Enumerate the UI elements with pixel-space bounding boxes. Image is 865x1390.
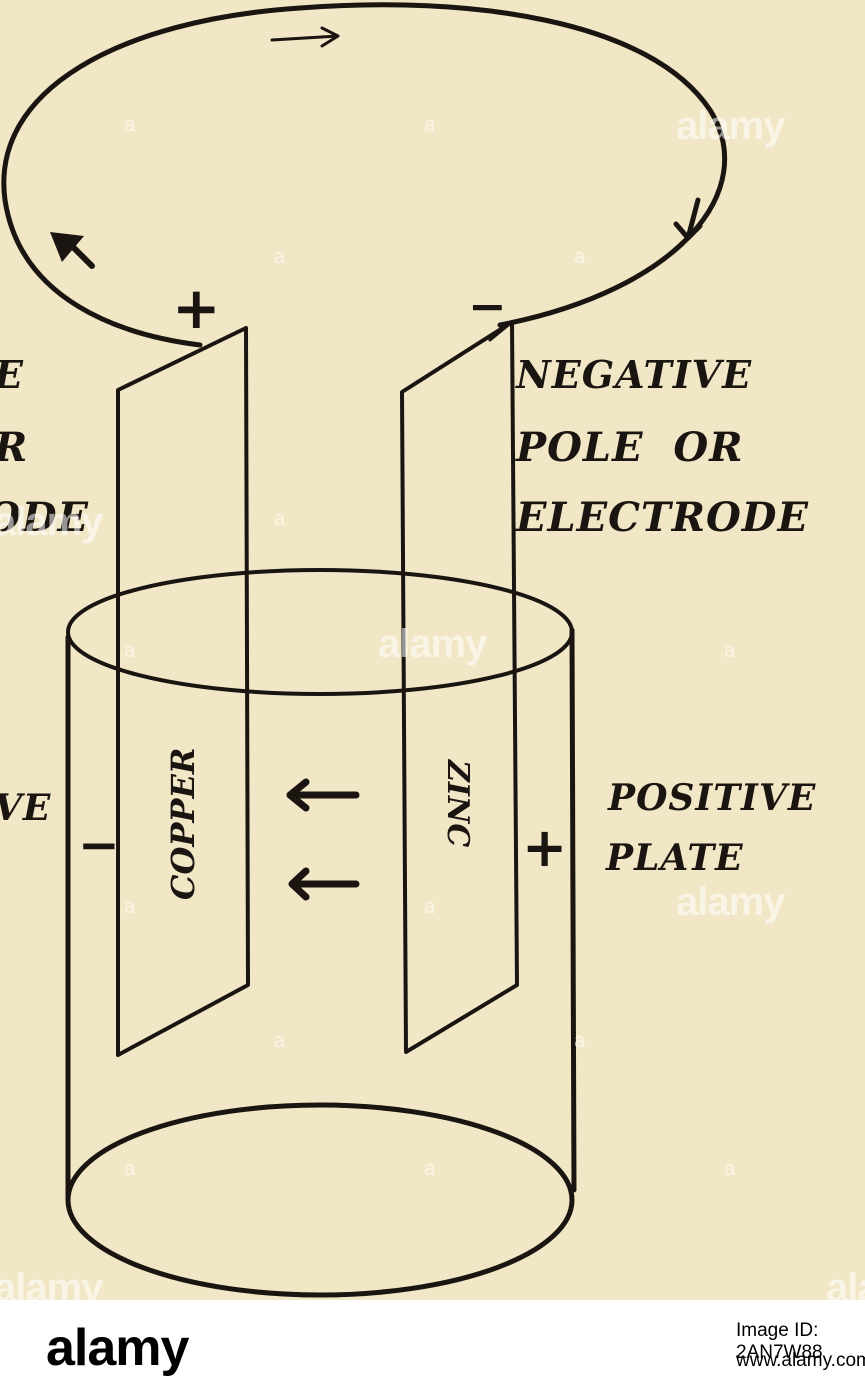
jar-wall-right xyxy=(569,627,577,1193)
watermark-dot: a xyxy=(574,1030,586,1052)
watermark-dot: a xyxy=(724,640,736,662)
arrow-right xyxy=(673,197,703,241)
copper-label: COPPER xyxy=(164,748,202,900)
watermark-dot: a xyxy=(274,508,286,530)
battery-cell-diagram: + − − + COPPER ZINC NEGATIVE POLE OR ELE… xyxy=(0,2,865,1300)
watermark-dot: a xyxy=(724,1158,736,1180)
arrow-top xyxy=(270,26,340,48)
minus-side-sign: − xyxy=(78,816,120,874)
negative-plate-line1: VE xyxy=(0,787,52,829)
negative-pole-line1: NEGATIVE xyxy=(516,352,753,397)
positive-pole-line3: ODE xyxy=(0,494,90,541)
negative-pole-line2: POLE OR xyxy=(516,424,744,471)
watermark: alamy xyxy=(826,1266,865,1300)
image-id-text: Image ID: 2AN7W88 xyxy=(736,1320,823,1363)
plus-top-sign: + xyxy=(172,274,221,342)
positive-pole-line1: E xyxy=(0,356,24,394)
watermark-dot: a xyxy=(274,246,286,268)
watermark-dot: a xyxy=(124,640,136,662)
circuit-wire xyxy=(1,2,728,348)
watermark: alamy xyxy=(0,500,103,544)
watermark-dot: a xyxy=(124,896,136,918)
brand-logo[interactable]: alamy xyxy=(46,1319,189,1377)
positive-plate-line1: POSITIVE xyxy=(608,777,817,819)
watermark-dot: a xyxy=(274,1030,286,1052)
internal-arrow-2 xyxy=(288,867,360,901)
jar-bottom xyxy=(65,1102,575,1298)
site-link[interactable]: www.alamy.com xyxy=(736,1350,865,1371)
jar-rim xyxy=(66,568,574,696)
footer-bar: alamy Image ID: 2AN7W88 www.alamy.com xyxy=(0,1300,865,1390)
watermark: alamy xyxy=(676,880,785,924)
watermark-dot: a xyxy=(124,114,136,136)
watermark-dot: a xyxy=(424,1158,436,1180)
zinc-plate xyxy=(400,320,519,1054)
arrow-left-head xyxy=(50,232,84,262)
positive-pole-line2: R xyxy=(0,428,28,468)
watermark: alamy xyxy=(378,622,487,666)
watermark-dot: a xyxy=(424,896,436,918)
watermark: alamy xyxy=(0,1266,103,1300)
negative-pole-line3: ELECTRODE xyxy=(516,494,809,541)
watermark: alamy xyxy=(676,104,785,148)
positive-plate-line2: PLATE xyxy=(606,837,744,879)
plus-side-sign: + xyxy=(522,816,567,879)
minus-top-sign: − xyxy=(468,279,507,333)
copper-plate xyxy=(116,326,250,1057)
watermark-dot: a xyxy=(124,1158,136,1180)
watermark-dot: a xyxy=(424,114,436,136)
internal-arrow-1 xyxy=(286,778,360,812)
zinc-label: ZINC xyxy=(440,759,475,847)
diagram-drawing: + − − + COPPER ZINC xyxy=(1,2,728,1298)
watermark-dot: a xyxy=(574,246,586,268)
